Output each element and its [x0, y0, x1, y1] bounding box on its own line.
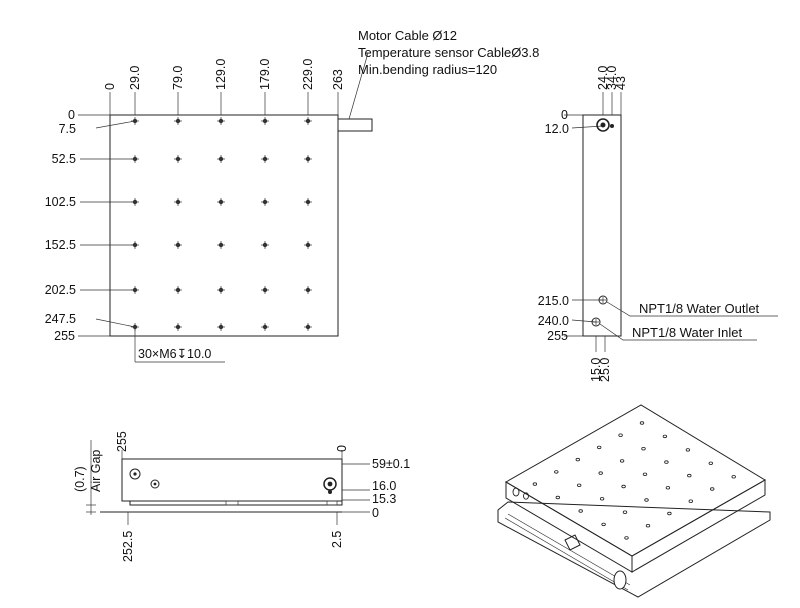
iso-hole: [665, 486, 671, 490]
outlet-leader: [606, 301, 778, 317]
side-bottom-tick-15: 15.0: [589, 358, 603, 382]
side-left-tick-12: 12.0: [545, 122, 569, 136]
cable-note-sensor: Temperature sensor CableØ3.8: [358, 45, 539, 60]
iso-hole: [639, 421, 645, 425]
iso-hole: [667, 511, 672, 516]
front-view: 255 0 59±0.1 16.0 15.3 0 252.5 2.5 (0.7)…: [73, 431, 410, 562]
iso-hole: [619, 459, 625, 463]
iso-hole: [622, 510, 628, 514]
side-top-tick-24: 24.0: [596, 66, 610, 90]
water-inlet-label: NPT1/8 Water Inlet: [632, 325, 742, 340]
y-tick-202.5: 202.5: [45, 283, 76, 297]
iso-hole: [621, 484, 626, 489]
iso-hole: [710, 487, 715, 491]
x-tick-179: 179.0: [258, 59, 272, 90]
side-view: 24.0 34.0 43 0 12.0 215.0 240.0 255 15.0…: [538, 66, 778, 382]
front-dim-0: 0: [372, 506, 379, 520]
y-tick-255: 255: [54, 329, 75, 343]
front-dim-15.3: 15.3: [372, 492, 396, 506]
mounting-holes: [131, 117, 312, 331]
iso-hole: [662, 434, 668, 439]
iso-hole: [601, 522, 606, 527]
iso-hole: [731, 475, 736, 479]
cable-stub: [337, 118, 373, 132]
iso-hole: [532, 482, 538, 486]
iso-plate-side: [631, 479, 766, 573]
iso-hole: [685, 448, 691, 452]
x-tick-0: 0: [103, 83, 117, 90]
side-left-tick-215: 215.0: [538, 294, 569, 308]
iso-hole: [597, 445, 602, 450]
iso-hole: [687, 473, 692, 478]
side-bottom-tick-25: 25.0: [598, 358, 612, 382]
air-gap-value: (0.7): [73, 466, 87, 492]
iso-hole: [598, 471, 603, 475]
cable-port-icon: [596, 118, 610, 132]
top-plate-outline: [109, 114, 339, 337]
iso-hole: [645, 524, 651, 528]
iso-hole: [708, 461, 713, 465]
inlet-leader: [599, 323, 757, 341]
front-dim-16: 16.0: [372, 479, 396, 493]
front-top-left: 255: [115, 431, 129, 452]
side-top-tick-34: 34.0: [605, 66, 619, 90]
iso-plate-top: [505, 404, 766, 557]
iso-hole: [664, 460, 669, 464]
iso-hole: [599, 497, 605, 501]
x-tick-229: 229.0: [301, 59, 315, 90]
x-tick-129: 129.0: [214, 59, 228, 90]
front-top-right: 0: [335, 445, 349, 452]
side-plate-outline: [582, 114, 622, 337]
iso-hole: [577, 483, 582, 487]
iso-hole: [575, 457, 580, 462]
iso-hole: [624, 536, 629, 540]
iso-hole: [641, 447, 646, 451]
y-tick-152.5: 152.5: [45, 238, 76, 252]
y-tick-102.5: 102.5: [45, 195, 76, 209]
side-left-tick-240: 240.0: [538, 314, 569, 328]
iso-hole: [554, 470, 559, 474]
iso-hole: [644, 498, 649, 502]
y-tick-52.5: 52.5: [52, 152, 76, 166]
hole-note: 30×M6↧10.0: [138, 347, 211, 361]
iso-hole: [688, 499, 693, 503]
iso-hole: [578, 509, 583, 513]
x-tick-263: 263: [331, 69, 345, 90]
side-left-tick-0: 0: [561, 108, 568, 122]
cable-leader: [348, 52, 369, 120]
front-base-strip: [129, 500, 343, 506]
water-outlet-port: [598, 295, 608, 305]
air-gap-label: Air Gap: [89, 450, 103, 492]
x-tick-79: 79.0: [171, 66, 185, 90]
iso-hole: [642, 472, 648, 476]
y-tick-7.5: 7.5: [59, 122, 76, 136]
y-tick-0: 0: [68, 108, 75, 122]
cable-note-motor: Motor Cable Ø12: [358, 28, 457, 43]
side-left-tick-255: 255: [547, 329, 568, 343]
side-top-tick-43: 43: [614, 76, 628, 90]
top-view: 0 29.0 79.0 129.0 179.0 229.0 263 0 7.5 …: [45, 28, 539, 363]
cable-note-bending: Min.bending radius=120: [358, 62, 497, 77]
iso-hole: [618, 433, 623, 437]
water-inlet-port: [591, 317, 601, 327]
x-tick-29: 29.0: [128, 66, 142, 90]
y-tick-247.5: 247.5: [45, 312, 76, 326]
isometric-view: [497, 404, 771, 598]
front-bottom-left: 252.5: [121, 531, 135, 562]
iso-mounting-holes: [532, 421, 736, 540]
front-dim-59: 59±0.1: [372, 457, 410, 471]
iso-plate-front: [505, 481, 633, 573]
iso-hole: [555, 495, 560, 500]
front-bottom-right: 2.5: [330, 531, 344, 548]
water-outlet-label: NPT1/8 Water Outlet: [639, 301, 760, 316]
